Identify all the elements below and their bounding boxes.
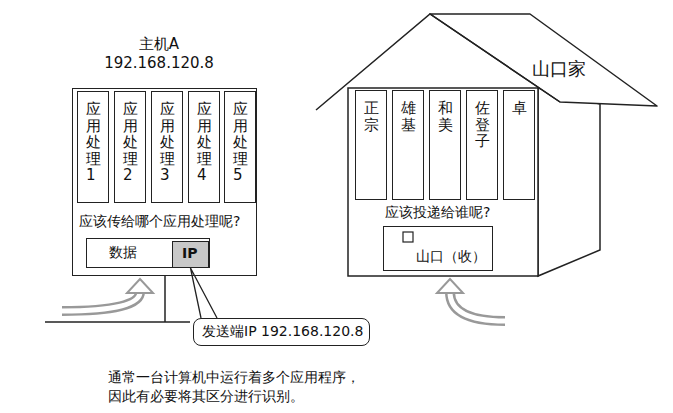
house-side-wall xyxy=(538,88,600,276)
callout-box: 发送端IP 192.168.120.8 xyxy=(193,318,370,346)
box-label: 发送端IP 192.168.120.8 xyxy=(202,323,363,341)
column-box: 应用处理2 xyxy=(114,91,146,203)
delivery-arrow-inner xyxy=(450,292,505,321)
vertical-label: 和美 xyxy=(438,100,453,133)
column-box: 应用处理5 xyxy=(224,91,256,203)
network-cable xyxy=(45,321,190,323)
house-outline: 正宗雄基和美 佐登子 卓山口（收） 山口家应该投递给谁呢? xyxy=(315,12,658,278)
vertical-label: 应用处理4 xyxy=(197,101,212,184)
box-label: 数据 xyxy=(109,244,137,262)
house-front-wall xyxy=(348,88,538,276)
box-label: 主机A 192.168.120.8 xyxy=(103,35,215,73)
vertical-label: 应用处理5 xyxy=(233,101,248,184)
column-box: 佐登子 xyxy=(466,90,498,200)
box-label: 山口（收） xyxy=(416,248,486,266)
letter-box: 山口（收） xyxy=(383,226,493,271)
delivery-arrow xyxy=(450,292,505,321)
vertical-label: 应用处理1 xyxy=(86,101,101,184)
column-box: 和美 xyxy=(429,90,461,200)
incoming-arrow-head xyxy=(127,279,153,293)
vertical-label: 应用处理3 xyxy=(160,101,175,184)
vertical-label: 应用处理2 xyxy=(123,101,138,184)
house-gable xyxy=(316,14,560,110)
column-box: 应用处理4 xyxy=(188,91,220,203)
column-box: 雄基 xyxy=(392,90,424,200)
vertical-label: 雄基 xyxy=(401,100,416,133)
caption: 通常一台计算机中运行着多个应用程序， 因此有必要将其区分进行识别。 xyxy=(108,368,408,406)
column-box: 卓 xyxy=(503,90,535,200)
column-box: 正宗 xyxy=(355,90,387,200)
host-box: 应用处理1应用处理2应用处理3应用处理4应用处理5IP数据主机A 192.168… xyxy=(72,88,257,276)
column-box: 应用处理1 xyxy=(77,91,109,203)
incoming-arrow-inner xyxy=(62,292,140,311)
incoming-arrow xyxy=(62,292,140,311)
box-label: 应该投递给谁呢? xyxy=(385,204,490,222)
delivery-arrow-head xyxy=(437,279,463,293)
house-side-roof xyxy=(430,14,657,106)
network-cable xyxy=(164,276,166,322)
box-label: IP xyxy=(182,245,197,263)
column-box: 应用处理3 xyxy=(151,91,183,203)
box-label: 山口家 xyxy=(532,58,586,81)
vertical-label: 佐登子 xyxy=(475,100,490,150)
vertical-label: 卓 xyxy=(512,100,527,117)
box-label: 应该传给哪个应用处理呢? xyxy=(79,213,240,231)
ip-header: IP xyxy=(172,241,209,268)
packet-box: IP 数据 xyxy=(86,238,210,268)
vertical-label: 正宗 xyxy=(364,100,379,133)
stamp-square xyxy=(403,232,413,242)
